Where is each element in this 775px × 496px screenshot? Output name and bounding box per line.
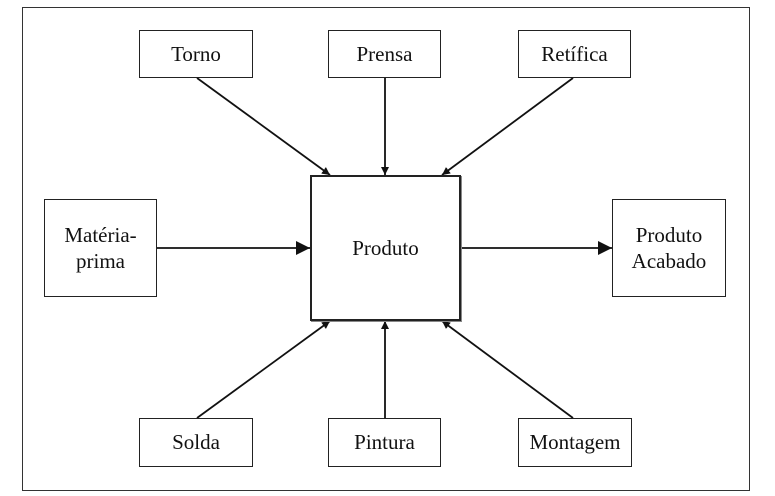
edge-solda-produto bbox=[196, 320, 331, 419]
edge-retifica-produto bbox=[441, 77, 574, 176]
node-torno: Torno bbox=[139, 30, 253, 78]
node-prensa: Prensa bbox=[328, 30, 441, 78]
node-produto-acabado: Produto Acabado bbox=[612, 199, 726, 297]
edge-torno-produto bbox=[196, 77, 331, 176]
node-solda: Solda bbox=[139, 418, 253, 467]
node-montagem: Montagem bbox=[518, 418, 632, 467]
node-produto: Produto bbox=[310, 175, 461, 321]
node-materia-prima: Matéria- prima bbox=[44, 199, 157, 297]
node-pintura: Pintura bbox=[328, 418, 441, 467]
diagram-frame bbox=[22, 7, 750, 491]
edge-montagem-produto bbox=[441, 320, 574, 419]
node-retifica: Retífica bbox=[518, 30, 631, 78]
